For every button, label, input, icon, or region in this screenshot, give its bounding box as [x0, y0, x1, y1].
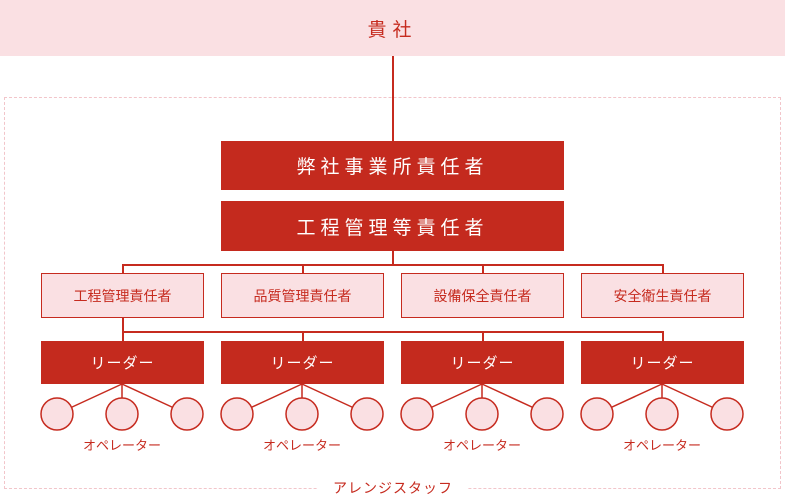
operator-group-1	[40, 383, 204, 431]
client-label: 貴社	[367, 18, 418, 41]
site-manager-box: 弊社事業所責任者	[221, 141, 564, 190]
client-box: 貴社	[0, 0, 785, 56]
role-label: 設備保全責任者	[433, 288, 532, 305]
connector-client-to-manager	[392, 56, 394, 142]
operator-circle	[400, 397, 434, 431]
process-manager-lead-label: 工程管理等責任者	[296, 216, 489, 239]
operator-circle	[350, 397, 384, 431]
operator-group-2	[220, 383, 384, 431]
operator-circle	[580, 397, 614, 431]
leader-box-3: リーダー	[401, 341, 564, 384]
operator-label-3: オペレーター	[442, 439, 521, 454]
operator-circle	[105, 397, 139, 431]
operator-label-1: オペレーター	[82, 439, 161, 454]
role-box-quality: 品質管理責任者	[221, 273, 384, 318]
leader-label: リーダー	[450, 354, 515, 372]
connector-role-drop-2	[302, 264, 304, 274]
operator-group-3	[400, 383, 564, 431]
leader-label: リーダー	[90, 354, 155, 372]
connector-leader-drop-2	[302, 331, 304, 342]
arrange-staff-text: アレンジスタッフ	[333, 481, 453, 497]
leader-box-4: リーダー	[581, 341, 744, 384]
leader-box-2: リーダー	[221, 341, 384, 384]
connector-leader-drop-4	[662, 331, 664, 342]
operator-group-4	[580, 383, 744, 431]
operator-circle	[220, 397, 254, 431]
operator-label-4: オペレーター	[622, 439, 701, 454]
operator-circle	[710, 397, 744, 431]
operator-circle	[170, 397, 204, 431]
role-label: 安全衛生責任者	[613, 288, 712, 305]
connector-role-drop-1	[122, 264, 124, 274]
operator-circle	[530, 397, 564, 431]
site-manager-label: 弊社事業所責任者	[296, 156, 489, 178]
role-box-maintenance: 設備保全責任者	[401, 273, 564, 318]
leader-label: リーダー	[270, 354, 335, 372]
operator-circle	[40, 397, 74, 431]
leader-box-1: リーダー	[41, 341, 204, 384]
leader-label: リーダー	[630, 354, 695, 372]
operator-circle	[645, 397, 679, 431]
arrange-staff-label: アレンジスタッフ	[318, 478, 468, 498]
connector-role-drop-4	[662, 264, 664, 274]
connector-leader-drop-3	[482, 331, 484, 342]
operator-label-2: オペレーター	[262, 439, 341, 454]
role-label: 工程管理責任者	[73, 288, 172, 305]
operator-circle	[285, 397, 319, 431]
connector-leader-from-role	[122, 318, 124, 342]
role-label: 品質管理責任者	[253, 288, 352, 305]
role-box-safety: 安全衛生責任者	[581, 273, 744, 318]
connector-role-drop-3	[482, 264, 484, 274]
operator-circle	[465, 397, 499, 431]
connector-role-horizontal	[122, 264, 663, 266]
role-box-process: 工程管理責任者	[41, 273, 204, 318]
connector-leader-horizontal	[122, 331, 663, 333]
connector-lead-down	[392, 251, 394, 265]
process-manager-lead-box: 工程管理等責任者	[221, 201, 564, 251]
